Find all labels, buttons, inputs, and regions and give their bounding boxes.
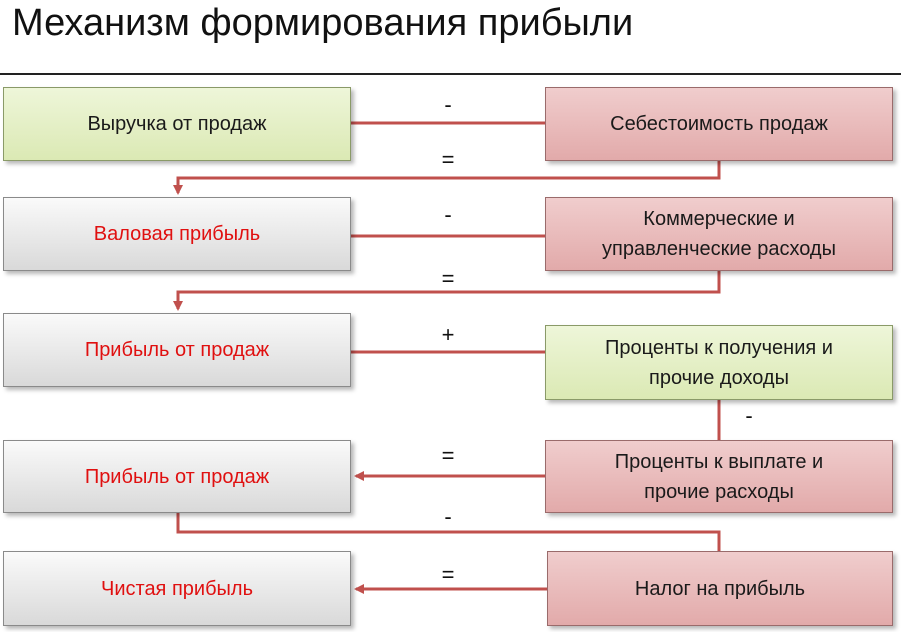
operator-minus-income-expense: - — [745, 403, 753, 428]
net-profit-label: Чистая прибыль — [101, 577, 253, 600]
operating-profit-box: Прибыль от продаж — [3, 313, 351, 387]
operator-minus-row4: - — [444, 504, 452, 529]
operator-equals-row5: = — [441, 562, 455, 587]
profit-before-tax-label: Прибыль от продаж — [84, 465, 270, 488]
revenue-label: Выручка от продаж — [87, 113, 267, 135]
profit-before-tax-box: Прибыль от продаж — [3, 440, 351, 513]
selling-admin-expenses-line1: Коммерческие и — [643, 208, 795, 230]
other-income-line2: прочие доходы — [649, 366, 789, 389]
operator-minus-row2: - — [444, 202, 452, 227]
gross-profit-box: Валовая прибыль — [3, 197, 351, 271]
other-income-box: Проценты к получения и прочие доходы — [545, 325, 893, 400]
page-title: Механизм формирования прибыли — [12, 2, 634, 44]
cost-of-sales-box: Себестоимость продаж — [545, 87, 893, 161]
net-profit-box: Чистая прибыль — [3, 551, 351, 626]
other-income-line1: Проценты к получения и — [605, 336, 833, 359]
operating-profit-label: Прибыль от продаж — [84, 339, 270, 361]
operator-minus-row1: - — [444, 92, 452, 117]
other-expenses-box: Проценты к выплате и прочие расходы — [545, 440, 893, 513]
cost-of-sales-label: Себестоимость продаж — [610, 113, 828, 135]
connector-to-tax — [176, 513, 721, 551]
operator-equals-row2: = — [441, 266, 455, 291]
income-tax-box: Налог на прибыль — [547, 551, 893, 626]
other-expenses-line1: Проценты к выплате и — [614, 450, 824, 473]
selling-admin-expenses-line2: управленческие расходы — [602, 238, 836, 260]
income-tax-label: Налог на прибыль — [634, 577, 806, 600]
operator-plus-row3: + — [441, 322, 455, 347]
other-expenses-line2: прочие расходы — [644, 480, 794, 503]
operator-equals-row4: = — [441, 443, 455, 468]
connector-to-row3 — [173, 271, 721, 311]
revenue-box: Выручка от продаж — [3, 87, 351, 161]
operator-equals-row1: = — [441, 147, 455, 172]
connector-to-row2 — [173, 161, 721, 195]
selling-admin-expenses-box: Коммерческие и управленческие расходы — [545, 197, 893, 271]
gross-profit-label: Валовая прибыль — [93, 223, 261, 245]
title-divider — [0, 73, 901, 75]
